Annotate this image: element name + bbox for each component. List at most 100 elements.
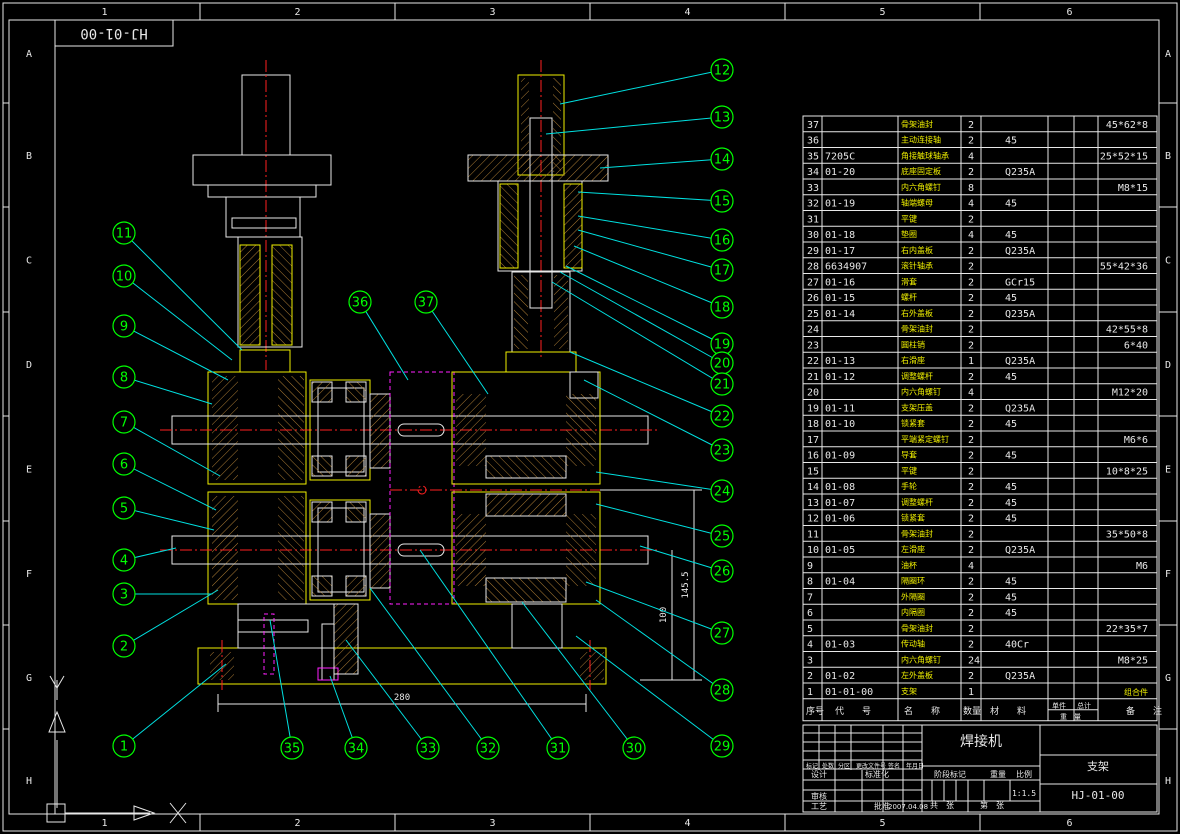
bom-code: 01-12	[825, 372, 855, 383]
bom-qty: 2	[968, 403, 974, 414]
bom-material: 45	[1005, 372, 1017, 383]
balloon-label-30: 30	[626, 742, 643, 757]
leader-27	[585, 581, 723, 634]
zone-row-right-C: C	[1165, 256, 1171, 267]
leader-21	[551, 281, 723, 385]
bom-qty: 2	[968, 671, 974, 682]
bom-header-cell: 数量	[963, 705, 981, 717]
bom-material: 40Cr	[1005, 640, 1029, 651]
leader-11	[123, 232, 243, 351]
tb-label-count: 处数	[822, 762, 834, 770]
bom-code: 01-09	[825, 451, 855, 462]
balloon-6: 6	[112, 452, 136, 476]
bom-seq: 19	[807, 403, 819, 414]
balloon-2: 2	[112, 634, 136, 658]
leader-7	[123, 421, 221, 477]
dimension-280: 280	[217, 693, 587, 712]
bom-qty: 24	[968, 655, 980, 666]
bom-name: 平键	[901, 465, 917, 475]
zone-row-left-D: D	[26, 360, 32, 371]
bom-material: 45	[1005, 451, 1017, 462]
bom-code: 01-01-00	[825, 687, 873, 698]
leader-9	[123, 325, 229, 381]
zone-row-right-F: F	[1165, 569, 1171, 580]
balloon-12: 12	[710, 58, 734, 82]
bom-name: 右滑座	[901, 355, 925, 365]
bom-remark: M6	[1136, 561, 1148, 572]
rotated-drawing-code: HJ-01-00	[80, 25, 147, 41]
leader-32	[369, 587, 489, 749]
bom-code: 7205C	[825, 151, 855, 162]
tb-label-ratio: 比例	[1016, 769, 1032, 779]
bom-qty: 2	[968, 514, 974, 525]
bom-material: Q235A	[1005, 671, 1035, 682]
balloon-28: 28	[710, 678, 734, 702]
bom-code: 01-19	[825, 199, 855, 210]
balloon-14: 14	[710, 147, 734, 171]
bom-name: 骨架油封	[901, 528, 933, 538]
bom-code: 01-14	[825, 309, 855, 320]
balloon-label-18: 18	[714, 301, 731, 316]
balloon-25: 25	[710, 524, 734, 548]
balloon-label-6: 6	[120, 458, 128, 473]
bom-name: 锁紧套	[901, 513, 925, 523]
balloon-3: 3	[112, 582, 136, 606]
bom-seq: 33	[807, 183, 819, 194]
zone-row-right-E: E	[1165, 465, 1171, 476]
bom-header-unit-weight: 单件	[1052, 701, 1066, 710]
bom-header-weight: 重 量	[1060, 713, 1081, 721]
bom-seq: 7	[807, 592, 813, 603]
bom-seq: 8	[807, 577, 813, 588]
tb-label-sheet-total: 共 张	[930, 801, 954, 810]
bom-material: Q235A	[1005, 246, 1035, 257]
bom-qty: 2	[968, 372, 974, 383]
leader-34	[329, 675, 357, 749]
zone-row-left-F: F	[26, 569, 32, 580]
leader-20	[559, 271, 723, 364]
balloon-label-24: 24	[714, 485, 731, 500]
bom-qty: 2	[968, 577, 974, 588]
zone-col-top-5: 5	[879, 7, 885, 18]
right-handwheel	[467, 154, 609, 182]
balloon-7: 7	[112, 410, 136, 434]
zone-row-left-H: H	[26, 776, 32, 787]
bom-seq: 22	[807, 356, 819, 367]
bom-material: Q235A	[1005, 167, 1035, 178]
bom-name: 滚针轴承	[901, 261, 933, 271]
zone-row-right-A: A	[1165, 49, 1171, 60]
bom-material: 45	[1005, 199, 1017, 210]
bom-material: Q235A	[1005, 403, 1035, 414]
bom-qty: 2	[968, 136, 974, 147]
bom-name: 主动连接轴	[901, 135, 941, 145]
bom-name: 螺杆	[901, 292, 917, 302]
left-handwheel	[192, 154, 332, 186]
bom-code: 01-08	[825, 482, 855, 493]
rotated-code-box: HJ-01-00	[54, 19, 174, 47]
bom-seq: 37	[807, 120, 819, 131]
bom-qty: 2	[968, 214, 974, 225]
bom-material: GCr15	[1005, 277, 1035, 288]
bom-remark: M12*20	[1112, 388, 1148, 399]
bom-qty: 2	[968, 545, 974, 556]
balloon-label-27: 27	[714, 627, 731, 642]
bom-name: 手轮	[901, 481, 917, 491]
bom-qty: 2	[968, 608, 974, 619]
bom-name: 平键	[901, 213, 917, 223]
zone-row-left-E: E	[26, 465, 32, 476]
tb-label-signature: 签名	[888, 762, 900, 770]
leader-28	[595, 599, 723, 691]
tb-label-mark: 标记	[806, 762, 818, 770]
bom-name: 骨架油封	[901, 119, 933, 129]
balloon-9: 9	[112, 314, 136, 338]
bom-material: 45	[1005, 482, 1017, 493]
balloon-label-26: 26	[714, 565, 731, 580]
zone-row-right-D: D	[1165, 360, 1171, 371]
balloon-32: 32	[476, 736, 500, 760]
tb-label-sheet-no: 第 张	[980, 800, 1004, 810]
zone-row-left-C: C	[26, 256, 32, 267]
tb-label-check: 审核	[811, 791, 827, 801]
leader-35	[269, 619, 293, 749]
zone-row-right-G: G	[1165, 673, 1171, 684]
leader-2	[123, 589, 219, 647]
